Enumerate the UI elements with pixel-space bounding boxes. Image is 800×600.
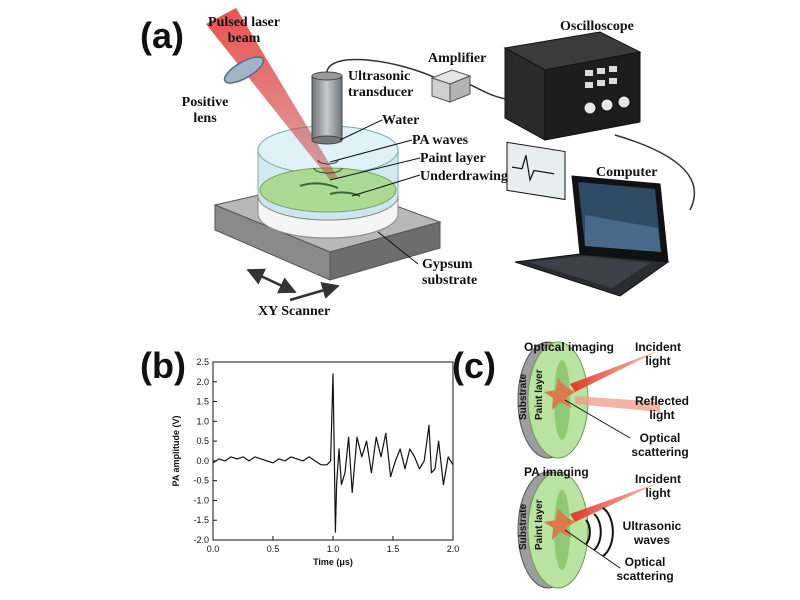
xy-scanner-arrow-x — [246, 268, 297, 294]
label-paint-layer-2: Paint layer — [534, 499, 545, 550]
y-axis-label: PA amplitude (V) — [171, 415, 181, 486]
label-underdrawing: Underdrawing — [420, 169, 508, 184]
xy-scanner-arrow-y — [289, 282, 340, 302]
oscilloscope-buttons — [583, 66, 631, 115]
label-paint-layer: Paint layer — [420, 151, 486, 166]
label-scattering-1: scattering — [631, 445, 688, 459]
label-beam: beam — [228, 31, 261, 46]
x-tick-label: 1.0 — [327, 544, 340, 554]
x-tick-label: 0.0 — [207, 544, 220, 554]
y-tick-label: 1.5 — [196, 397, 209, 407]
scatter-star-optical — [544, 378, 575, 410]
label-optical-imaging: Optical imaging — [524, 340, 614, 354]
label-optical-1: Optical — [640, 431, 681, 445]
label-reflected: Reflected — [635, 394, 689, 408]
ultrasonic-transducer — [311, 71, 343, 174]
label-incident-2: Incident — [635, 472, 681, 486]
x-tick-label: 1.5 — [387, 544, 400, 554]
panel-a-letter: (a) — [140, 15, 184, 56]
label-ultrasonic: Ultrasonic — [348, 69, 410, 84]
panel-c-letter: (c) — [452, 345, 496, 386]
label-ultrasonic-c: Ultrasonic — [623, 519, 682, 533]
panel-c: (c) Optical imaging In — [452, 340, 689, 589]
laser-beam — [206, 8, 338, 180]
label-optical-2: Optical — [625, 555, 666, 569]
y-tick-label: -2.0 — [193, 535, 209, 545]
amplifier-box — [430, 69, 472, 103]
label-substrate: substrate — [422, 273, 477, 288]
label-pa-waves: PA waves — [412, 133, 469, 148]
x-tick-label: 0.5 — [267, 544, 280, 554]
label-light-3: light — [645, 486, 670, 500]
label-substrate-2: Substrate — [518, 503, 529, 550]
cable-transducer-amp — [326, 58, 441, 81]
label-paint-layer-1: Paint layer — [534, 369, 545, 420]
laptop — [514, 175, 670, 297]
x-tick-label: 2.0 — [447, 544, 460, 554]
label-pa-imaging: PA imaging — [524, 465, 589, 479]
y-tick-label: -1.0 — [193, 495, 209, 505]
label-scattering-2: scattering — [616, 569, 673, 583]
label-transducer: transducer — [348, 85, 413, 100]
leader-lines — [329, 119, 421, 265]
optical-imaging-diagram — [517, 341, 660, 459]
incident-light-arrow-pa — [570, 482, 660, 522]
y-tick-label: 0.5 — [196, 436, 209, 446]
y-tick-label: 2.5 — [196, 357, 209, 367]
incident-light-arrow-optical — [570, 350, 660, 392]
label-light-2: light — [649, 408, 674, 422]
pa-signal-chart: 0.0 0.5 1.0 1.5 2.0 -2.0 -1.5 -1.0 -0.5 0.0 0.5 1.0… — [171, 357, 459, 567]
label-pulsed-laser: Pulsed laser — [208, 15, 280, 30]
label-incident-1: Incident — [635, 340, 681, 354]
positive-lens — [223, 56, 265, 84]
oscilloscope-trace — [512, 155, 554, 183]
label-water: Water — [382, 113, 419, 128]
label-xy-scanner: XY Scanner — [258, 304, 330, 319]
label-positive: Positive — [182, 95, 229, 110]
label-gypsum: Gypsum — [422, 257, 473, 272]
oscilloscope — [503, 31, 642, 201]
y-tick-label: 2.0 — [196, 377, 209, 387]
ultrasonic-wave-arcs — [585, 507, 614, 557]
reflected-light-arrow — [575, 396, 660, 412]
series-line-0 — [212, 373, 454, 533]
y-tick-label: -1.5 — [193, 515, 209, 525]
y-tick-label: 0.0 — [196, 456, 209, 466]
label-oscilloscope: Oscilloscope — [560, 19, 634, 34]
label-amplifier: Amplifier — [428, 51, 486, 66]
y-tick-label: -0.5 — [193, 476, 209, 486]
pa-imaging-diagram — [517, 471, 660, 589]
x-axis-label: Time (μs) — [313, 557, 353, 567]
panel-b-letter: (b) — [140, 345, 186, 386]
label-light-1: light — [645, 354, 670, 368]
label-lens: lens — [193, 111, 217, 126]
panel-a: (a) — [140, 8, 696, 319]
label-computer: Computer — [596, 165, 657, 180]
y-tick-label: 1.0 — [196, 416, 209, 426]
label-substrate-1: Substrate — [518, 373, 529, 420]
cable-scope-computer — [614, 134, 696, 211]
label-waves: waves — [633, 533, 670, 547]
